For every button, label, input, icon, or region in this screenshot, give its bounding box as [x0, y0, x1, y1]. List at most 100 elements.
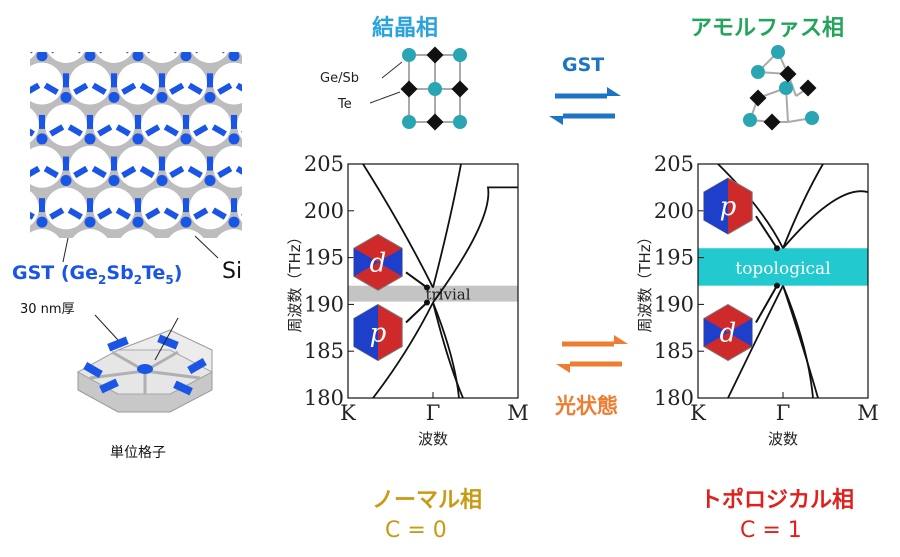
band-curve: [432, 163, 462, 288]
gst-dot: [157, 9, 168, 20]
gst-bar: [188, 249, 203, 261]
gst-bar: [1, 124, 16, 136]
air-hole: [191, 52, 229, 63]
gst-bar: [217, 0, 232, 12]
gst-bar: [25, 249, 40, 261]
gst-bar: [67, 207, 83, 220]
si-label: Si: [222, 259, 243, 284]
mode-field-blue: [704, 318, 728, 347]
gst-bar: [231, 114, 237, 129]
mode-label: p: [720, 192, 737, 222]
gst-dot: [204, 91, 216, 103]
gst-dot: [61, 9, 72, 20]
band-curve: [717, 163, 784, 249]
gst-bar: [193, 207, 209, 220]
gst-bar: [193, 291, 208, 303]
band-curve: [432, 302, 464, 399]
air-hole: [141, 104, 183, 147]
gst-bar: [241, 291, 256, 303]
gst-bar: [67, 52, 83, 54]
gst-dot: [180, 133, 192, 145]
gst-bar: [212, 291, 227, 303]
gst-bar: [121, 249, 136, 261]
crystal-lattice-diagram: Ge/Sb Te: [320, 46, 469, 131]
gst-bar: [231, 32, 237, 46]
mode-field-blue: [354, 248, 378, 277]
gst-dot: [253, 175, 261, 186]
y-tick-label: 185: [654, 339, 694, 363]
air-hole: [0, 146, 15, 188]
air-hole: [120, 229, 156, 238]
gst-bar: [193, 52, 209, 54]
gst-bar: [145, 291, 160, 303]
mode-arrow: [755, 215, 778, 249]
gst-dot: [109, 9, 120, 20]
gst-bar: [91, 82, 107, 95]
topological-gap-band: [698, 248, 868, 286]
gst-bar: [97, 207, 113, 220]
gst-dot: [228, 216, 240, 228]
x-tick-label: M: [507, 401, 528, 425]
gst-bar: [0, 0, 11, 12]
gst-dot: [181, 300, 192, 311]
gst-bar: [111, 240, 117, 254]
gst-dot: [180, 52, 192, 62]
gst-bar: [0, 83, 11, 95]
gst-bar: [207, 240, 213, 254]
gst-dot: [60, 175, 72, 187]
gst-bar: [87, 114, 93, 129]
air-hole: [30, 52, 37, 60]
x-tick-label: Γ: [776, 401, 791, 425]
x-axis-label: 波数: [768, 430, 798, 448]
thickness-pointer-line: [94, 314, 119, 341]
gst-bar: [97, 291, 112, 303]
gst-bar: [139, 82, 155, 95]
gst-bar: [44, 0, 59, 12]
air-hole: [0, 0, 15, 21]
gst-dot: [180, 216, 192, 228]
y-tick-label: 200: [304, 199, 344, 223]
gst-bar: [183, 281, 189, 295]
gst-bar: [140, 0, 155, 12]
air-hole: [45, 104, 87, 147]
mode-hexagon-p: p: [353, 303, 403, 362]
air-hole: [30, 62, 63, 105]
gst-bar: [63, 73, 69, 88]
light-state-label: 光状態: [555, 394, 618, 418]
gst-bar: [169, 165, 185, 179]
gst-bar: [67, 124, 83, 137]
gst-bar: [211, 124, 227, 137]
trivial-gap-band: [348, 285, 518, 302]
gst-bar: [49, 124, 65, 137]
y-tick-label: 190: [654, 292, 694, 316]
mode-arrow: [405, 271, 428, 289]
gst-dot: [228, 133, 240, 145]
band-curve: [782, 190, 869, 249]
normal-phase-title: ノーマル相: [372, 488, 483, 513]
mode-hexagon-d: d: [703, 303, 753, 362]
mode-arrow: [405, 301, 428, 324]
ge-sb-label: Ge/Sb: [320, 71, 359, 86]
gst-formula-label: GST (Ge2Sb2Te5): [12, 262, 183, 287]
gst-dot: [228, 52, 240, 62]
unit-cell-label: 単位格子: [110, 445, 166, 461]
gst-bar: [159, 73, 165, 88]
gst-bar: [111, 0, 117, 4]
gst-bar: [163, 207, 179, 220]
gst-bar: [121, 82, 137, 95]
gst-bar: [187, 165, 203, 179]
y-tick-label: 190: [304, 292, 344, 316]
gst-bar: [241, 207, 242, 220]
gst-dot: [36, 52, 48, 62]
air-hole: [165, 145, 207, 188]
gst-dot: [84, 52, 96, 62]
amorphous-lattice-diagram: [743, 45, 819, 131]
gst-bar: [73, 82, 89, 95]
gst-dot: [253, 258, 261, 269]
band-curve: [782, 163, 824, 249]
si-pointer-line: [194, 235, 219, 259]
gst-dot: [253, 92, 261, 103]
gst-bar: [145, 207, 161, 220]
